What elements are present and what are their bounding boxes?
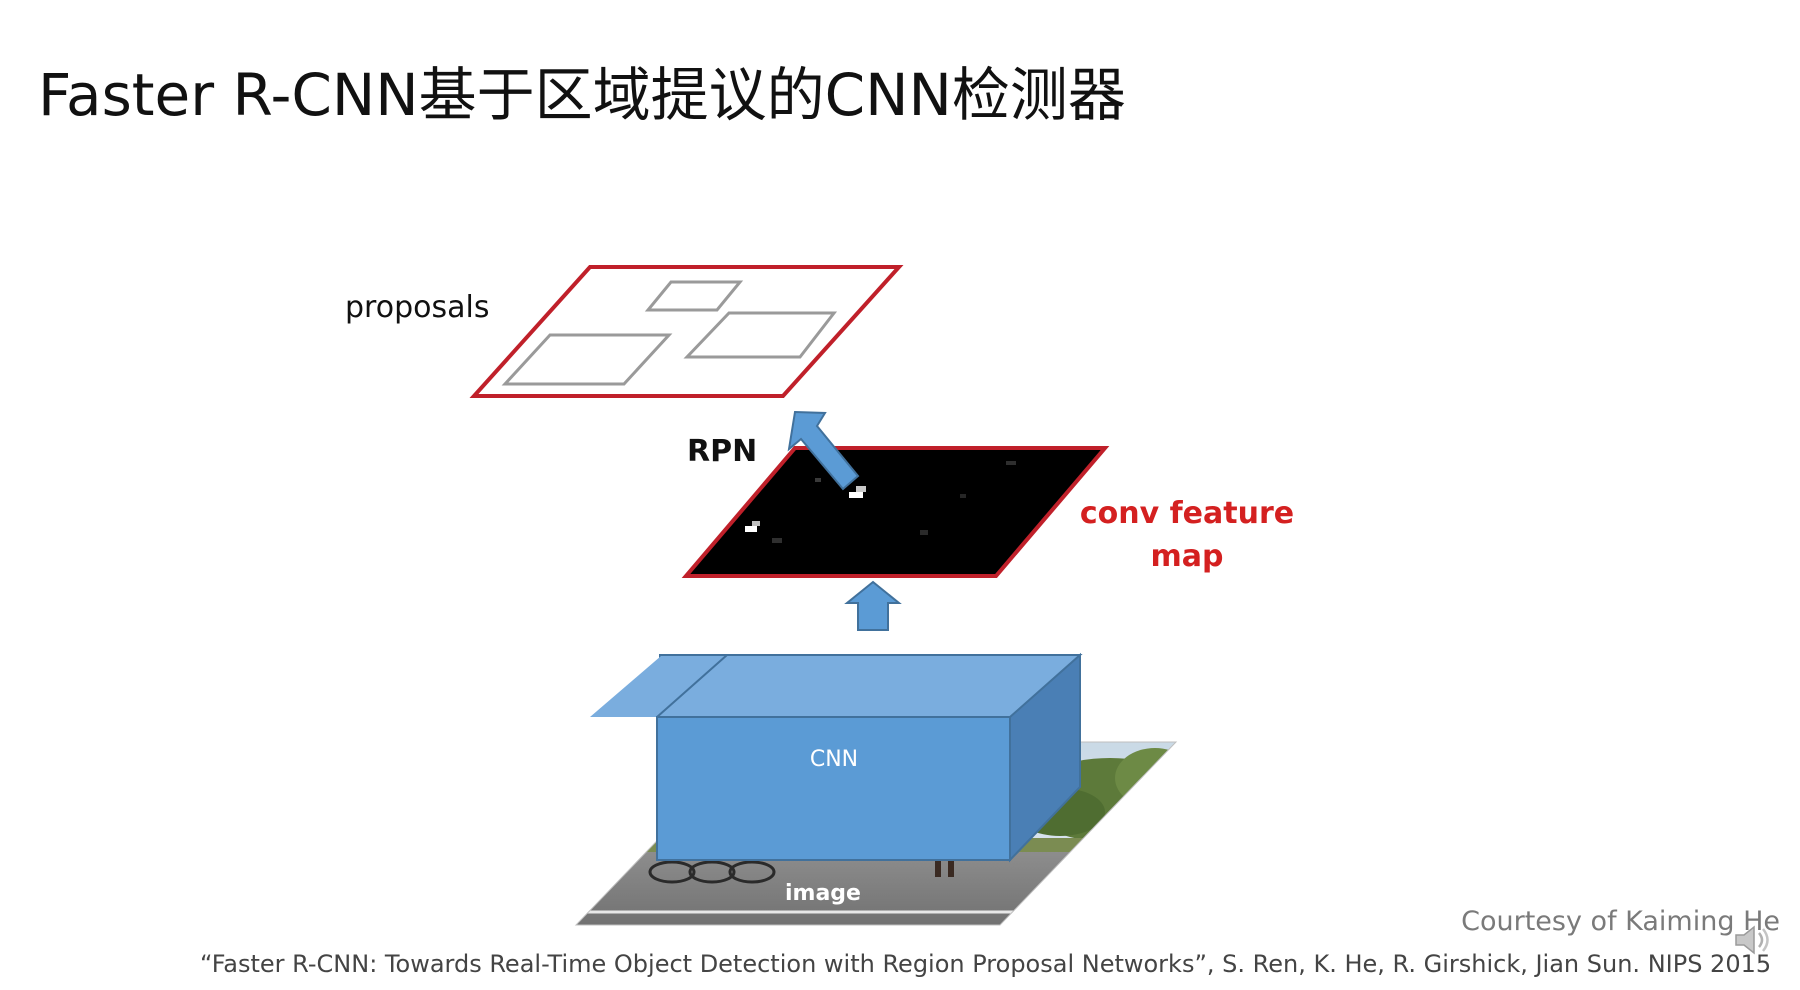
rpn-label: RPN <box>687 434 757 469</box>
cnn-front-face <box>656 716 1011 861</box>
image-label: image <box>785 881 861 906</box>
proposal-box-left <box>501 333 673 386</box>
citation: “Faster R-CNN: Towards Real-Time Object … <box>200 950 1772 978</box>
proposal-box-right <box>683 311 838 359</box>
cnn-top-face-fix <box>590 656 1079 717</box>
cnn-to-feature-arrow <box>844 580 902 631</box>
feature-map-label-line1: conv feature <box>1080 496 1294 531</box>
feature-map-label-line2: map <box>1151 539 1224 574</box>
proposal-box-small <box>644 280 744 312</box>
conv-feature-map <box>681 446 1110 578</box>
speaker-icon[interactable] <box>1732 922 1776 958</box>
courtesy-note: Courtesy of Kaiming He <box>1461 906 1780 937</box>
slide-title: Faster R-CNN基于区域提议的CNN检测器 <box>38 61 1126 129</box>
proposals-label: proposals <box>345 290 489 325</box>
cnn-label: CNN <box>810 747 858 772</box>
rpn-arrow <box>787 410 860 491</box>
cnn-block: CNN <box>590 652 1083 863</box>
proposals-plane <box>469 265 904 398</box>
